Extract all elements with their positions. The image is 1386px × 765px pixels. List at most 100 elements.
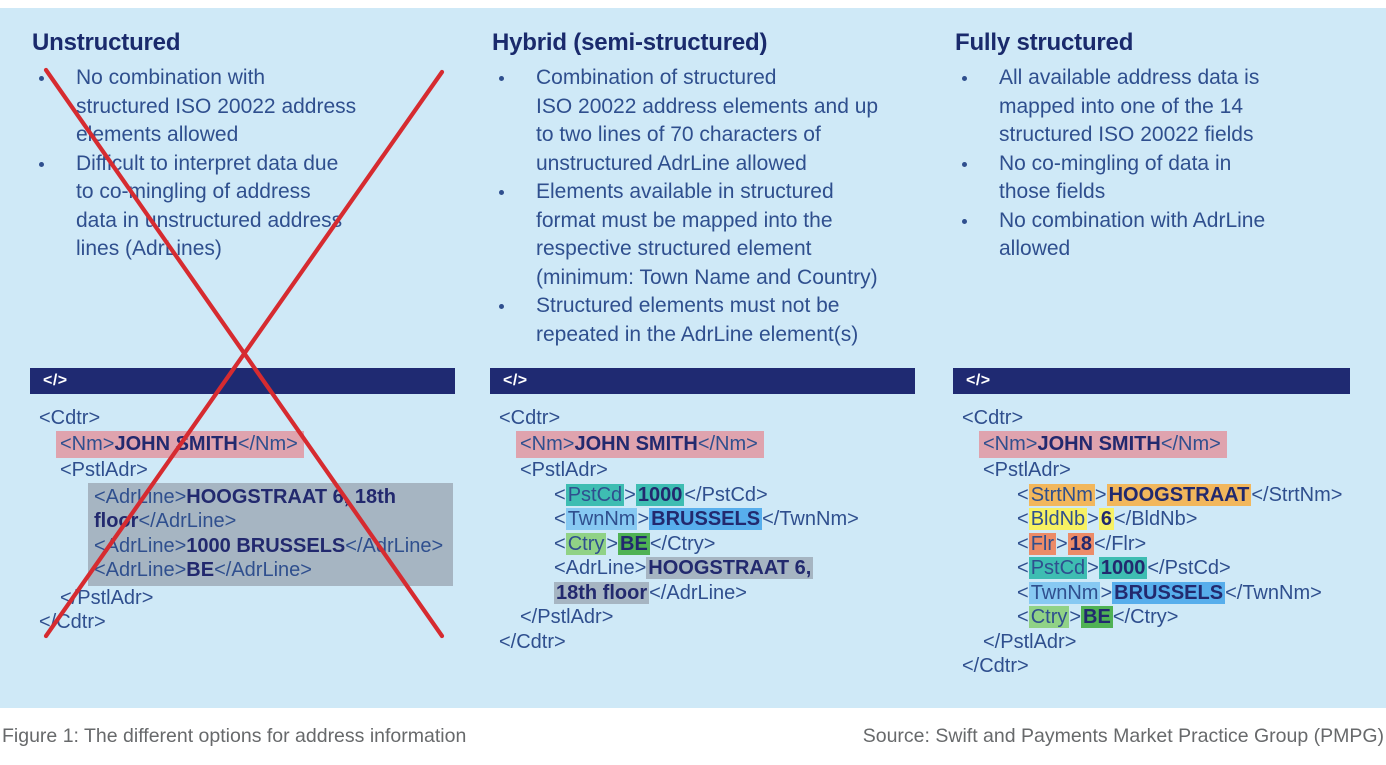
column-title-hybrid: Hybrid (semi-structured): [492, 29, 768, 56]
code-tag: </AdrLine>: [138, 510, 237, 532]
bullet-item: Combination of structured ISO 20022 addr…: [490, 64, 915, 178]
code-tag: </PstCd>: [1147, 557, 1231, 579]
code-tag: TwnNm: [1028, 581, 1101, 604]
code-tag: >: [606, 532, 619, 555]
code-tag: <: [1017, 508, 1029, 530]
code-value: 1000: [1098, 557, 1148, 579]
code-line: <Nm>JOHN SMITH</Nm>: [953, 430, 1350, 458]
code-tag: PstCd: [1028, 557, 1088, 579]
code-tag: >: [1100, 581, 1113, 604]
code-tag: <AdrLine>: [554, 557, 647, 579]
bullet-text: All available address data is mapped int…: [999, 66, 1260, 146]
code-tag: Ctry: [565, 532, 607, 555]
bullet-item: No combination with structured ISO 20022…: [30, 64, 455, 150]
code-header-bar: </>: [30, 368, 455, 394]
figure-caption: Figure 1: The different options for addr…: [2, 725, 467, 747]
column-bullet-list: Combination of structured ISO 20022 addr…: [490, 64, 915, 349]
code-tag: </TwnNm>: [1225, 581, 1322, 604]
code-line: <TwnNm>BRUSSELS</TwnNm>: [490, 507, 915, 532]
code-line: <StrtNm>HOOGSTRAAT</StrtNm>: [953, 483, 1350, 508]
code-tag: StrtNm: [1028, 483, 1095, 506]
code-tag: </Ctry>: [1112, 606, 1179, 628]
code-value: BE: [1081, 606, 1113, 628]
code-tag: >: [1094, 483, 1107, 506]
bullet-item: All available address data is mapped int…: [953, 64, 1350, 150]
code-tag: Ctry: [1028, 606, 1070, 628]
code-tag: <Cdtr>: [499, 407, 561, 429]
code-line: <PstlAdr>: [30, 458, 455, 483]
code-tag: BldNb: [1028, 508, 1088, 530]
code-value: JOHN SMITH: [574, 432, 698, 455]
code-value: JOHN SMITH: [1037, 432, 1161, 455]
code-line: </PstlAdr>: [490, 605, 915, 630]
code-tag: <AdrLine>: [94, 559, 187, 581]
code-tag: <: [1017, 557, 1029, 579]
code-tag: <: [554, 508, 566, 530]
bullet-text: No combination with structured ISO 20022…: [76, 66, 357, 146]
code-line: </Cdtr>: [30, 610, 455, 635]
code-tag: <Cdtr>: [962, 407, 1024, 429]
code-tag: >: [1069, 606, 1082, 628]
bullet-item: Difficult to interpret data due to co-mi…: [30, 150, 455, 264]
code-tag: </Flr>: [1093, 532, 1147, 555]
code-line: <Cdtr>: [490, 406, 915, 431]
code-tag: <: [554, 532, 566, 555]
code-body: <Cdtr><Nm>JOHN SMITH</Nm><PstlAdr><StrtN…: [953, 394, 1350, 679]
code-example-hybrid: </> <Cdtr><Nm>JOHN SMITH</Nm><PstlAdr><P…: [490, 368, 915, 654]
code-tag: <AdrLine>: [94, 485, 187, 508]
code-tag: </StrtNm>: [1251, 483, 1343, 506]
bullet-item: No combination with AdrLine allowed: [953, 207, 1350, 264]
code-value: BRUSSELS: [649, 508, 763, 530]
bullet-item: No co-mingling of data in those fields: [953, 150, 1350, 207]
column-bullet-list: All available address data is mapped int…: [953, 64, 1350, 264]
bullet-text: No combination with AdrLine allowed: [999, 208, 1266, 261]
code-value: 6: [1098, 508, 1114, 530]
code-value: HOOGSTRAAT: [1106, 483, 1252, 506]
code-line: <PstlAdr>: [490, 458, 915, 483]
highlighted-code-line: <Nm>JOHN SMITH</Nm>: [979, 430, 1227, 458]
bullet-item: Structured elements must not be repeated…: [490, 292, 915, 349]
code-tag: <: [554, 483, 566, 506]
code-tag: <PstlAdr>: [60, 459, 148, 481]
bullet-text: Difficult to interpret data due to co-mi…: [76, 151, 343, 261]
code-line: </Cdtr>: [490, 630, 915, 655]
code-tag: </AdrLine>: [345, 534, 444, 557]
code-tag: </PstlAdr>: [983, 630, 1077, 653]
bullet-text: No co-mingling of data in those fields: [999, 151, 1232, 204]
code-tag: Flr: [1028, 532, 1057, 555]
code-value: HOOGSTRAAT 6,: [646, 557, 814, 579]
code-example-fully-structured: </> <Cdtr><Nm>JOHN SMITH</Nm><PstlAdr><S…: [953, 368, 1350, 679]
code-tag: <Nm>: [983, 432, 1038, 455]
code-tag: <Cdtr>: [39, 407, 101, 429]
code-tag: </PstlAdr>: [60, 586, 154, 609]
code-line: <Ctry>BE</Ctry>: [953, 605, 1350, 630]
code-tag: </PstlAdr>: [520, 606, 614, 628]
code-body: <Cdtr><Nm>JOHN SMITH</Nm><PstlAdr> <AdrLi…: [30, 394, 455, 635]
code-tag: </Nm>: [697, 432, 758, 455]
code-line: <TwnNm>BRUSSELS</TwnNm>: [953, 581, 1350, 606]
column-fully-structured: Fully structured All available address d…: [953, 8, 1350, 708]
code-tag: </Cdtr>: [962, 655, 1029, 677]
code-tag: </TwnNm>: [762, 508, 859, 530]
code-value: JOHN SMITH: [114, 432, 238, 455]
code-value: floor: [94, 510, 139, 532]
code-icon: </>: [966, 372, 991, 389]
bullet-text: Structured elements must not be repeated…: [536, 294, 859, 346]
code-tag: >: [637, 508, 650, 530]
code-value: BE: [186, 559, 215, 581]
code-line: </Cdtr>: [953, 654, 1350, 679]
code-tag: <AdrLine>: [94, 534, 187, 557]
code-tag: </Cdtr>: [499, 630, 566, 653]
column-bullet-list: No combination with structured ISO 20022…: [30, 64, 455, 264]
figure-panel: Unstructured No combination with structu…: [0, 8, 1386, 708]
code-line: <AdrLine>HOOGSTRAAT 6,: [490, 556, 915, 581]
code-tag: >: [1056, 532, 1068, 555]
code-tag: <PstlAdr>: [520, 459, 608, 481]
code-header-bar: </>: [953, 368, 1350, 394]
code-line: <Flr>18</Flr>: [953, 532, 1350, 557]
code-line: </PstlAdr>: [30, 586, 455, 611]
code-line: <Nm>JOHN SMITH</Nm>: [30, 430, 455, 458]
code-tag: </AdrLine>: [649, 581, 747, 604]
code-line: <AdrLine>BE</AdrLine>: [88, 558, 453, 583]
code-value: BE: [618, 532, 650, 555]
